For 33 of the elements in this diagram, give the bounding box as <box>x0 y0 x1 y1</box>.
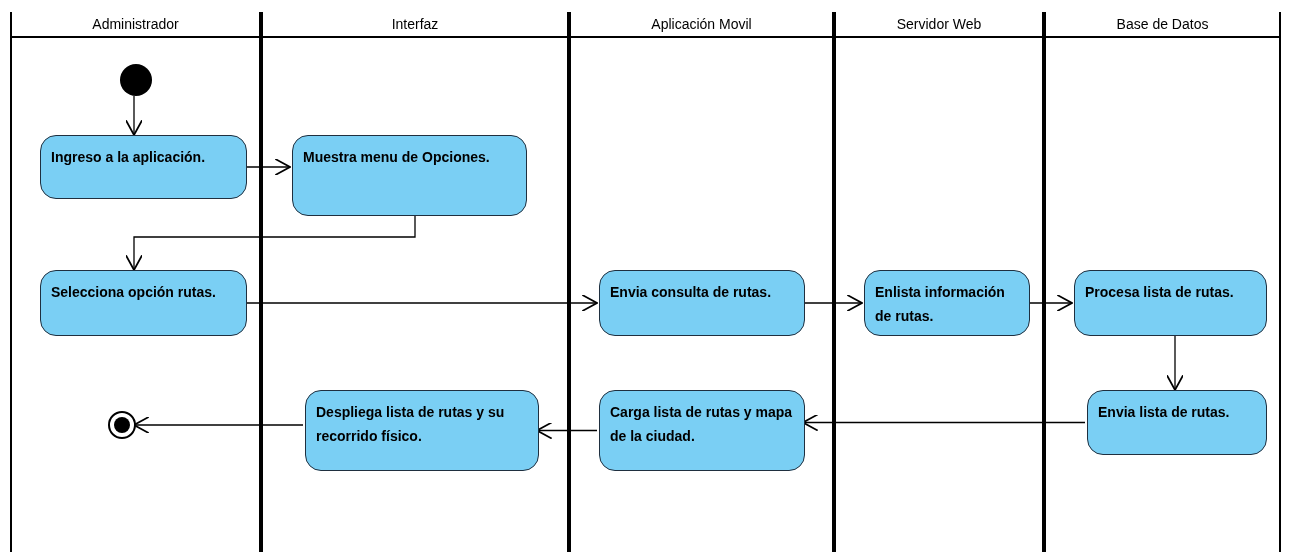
lane-header: Base de Datos <box>1046 12 1279 38</box>
lane-header: Servidor Web <box>836 12 1042 38</box>
swimlane <box>261 12 569 552</box>
final-node <box>108 411 136 439</box>
activity-text: Selecciona opción rutas. <box>51 283 217 302</box>
activity-box <box>1087 390 1267 455</box>
activity-box <box>1074 270 1267 336</box>
lane-header: Aplicación Movil <box>571 12 832 38</box>
activity-box <box>305 390 539 471</box>
activity-box <box>599 390 805 471</box>
lane-header: Administrador <box>12 12 259 38</box>
swimlane <box>1044 12 1281 552</box>
activity-box <box>599 270 805 336</box>
activity-text: Envia lista de rutas. <box>1098 403 1231 422</box>
activity-box <box>292 135 527 216</box>
activity-text: Procesa lista de rutas. <box>1085 283 1235 302</box>
activity-text: Carga lista de rutas y mapa de la ciudad. <box>610 403 794 446</box>
arrow <box>1166 335 1184 391</box>
arrow <box>125 95 143 136</box>
lane-header: Interfaz <box>263 12 567 38</box>
activity-box <box>40 135 247 199</box>
arrow <box>125 215 416 271</box>
swimlane <box>834 12 1044 552</box>
activity-text: Ingreso a la aplicación. <box>51 148 207 167</box>
swimlane <box>10 12 261 552</box>
activity-text: Muestra menu de Opciones. <box>303 148 491 167</box>
swimlane <box>569 12 834 552</box>
activity-box <box>864 270 1030 336</box>
activity-box <box>40 270 247 336</box>
activity-text: Enlista información de rutas. <box>875 283 1006 326</box>
activity-text: Despliega lista de rutas y su recorrido físico. <box>316 403 506 446</box>
activity-text: Envia consulta de rutas. <box>610 283 773 302</box>
initial-node <box>120 64 152 96</box>
